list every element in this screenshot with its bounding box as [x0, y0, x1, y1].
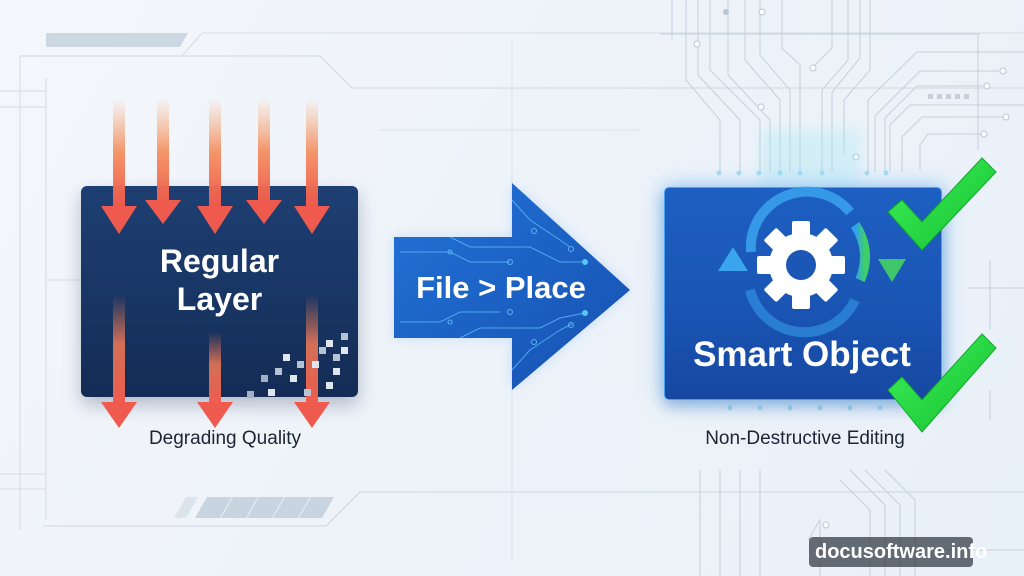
regular-layer-title-line2: Layer: [176, 281, 263, 317]
outgoing-arrow-icons: [101, 295, 330, 428]
smart-object-title: Smart Object: [693, 335, 911, 374]
degrading-quality-caption: Degrading Quality: [148, 428, 302, 449]
check-mark-icon-bottom: [887, 333, 997, 433]
check-mark-icon-top: [887, 157, 997, 251]
regular-layer-title-line1: Regular: [159, 243, 280, 279]
incoming-arrow-icons: [101, 98, 330, 234]
non-destructive-editing-caption: Non-Destructive Editing: [705, 428, 905, 449]
regular-layer-title: Regular Layer: [81, 242, 358, 318]
gear-icon: [757, 221, 845, 309]
watermark-label: docusoftware.info: [809, 537, 987, 567]
refresh-cycle-icon: [718, 186, 906, 338]
pixelation-effect: [247, 333, 348, 398]
file-place-label: File > Place: [416, 270, 586, 305]
